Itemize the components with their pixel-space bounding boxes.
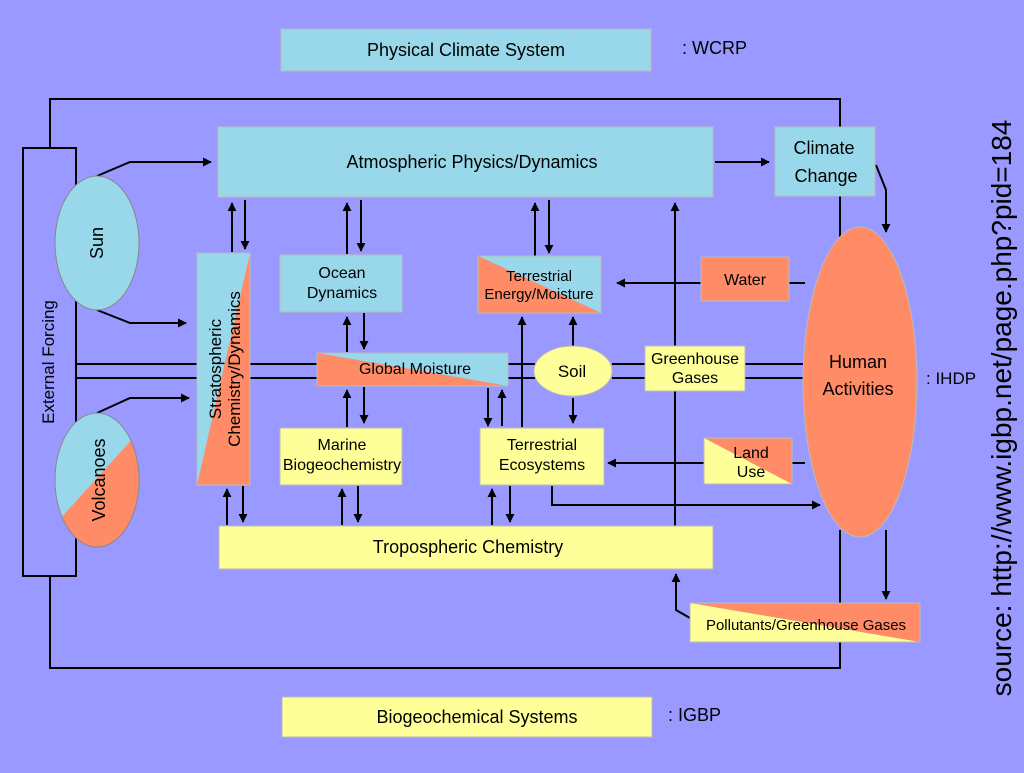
ocean-dynamics-box — [279, 254, 403, 313]
marine-biogeochemistry-box — [279, 427, 403, 486]
terrestrial-ecosystems-box — [479, 427, 605, 486]
marine-biogeochemistry-label-2: Biogeochemistry — [283, 457, 401, 474]
source-attribution: source: http://www.igbp.net/page.php?pid… — [986, 120, 1017, 697]
terrestrial-energy-box — [477, 255, 602, 314]
external-forcing-label: External Forcing — [39, 300, 58, 424]
human-activities-node — [802, 226, 918, 538]
land-use-label-1: Land — [733, 445, 769, 462]
arrow-pollutants-to-tropospheric — [671, 573, 691, 619]
climate-change-box — [774, 126, 876, 197]
global-moisture-box — [316, 352, 509, 387]
soil-node — [533, 345, 613, 397]
water-label: Water — [724, 272, 767, 289]
terrestrial-ecosystems-label-1: Terrestrial — [507, 437, 577, 454]
arrow-climate-to-human — [875, 164, 891, 233]
ocean-dynamics-label-2: Dynamics — [307, 285, 377, 302]
water-box — [700, 256, 790, 302]
ocean-dynamics-label-1: Ocean — [318, 265, 365, 282]
arrow-volcanoes-to-stratospheric — [96, 393, 190, 414]
stratospheric-chemistry-box — [196, 252, 251, 486]
stratospheric-label-2: Chemistry/Dynamics — [225, 291, 244, 447]
legend-biogeochemical-box — [281, 696, 653, 738]
sun-label: Sun — [87, 227, 107, 259]
legend-biogeochemical-label: Biogeochemical Systems — [376, 707, 577, 727]
legend-physical-label: Physical Climate System — [367, 40, 565, 60]
volcanoes-label: Volcanoes — [89, 438, 109, 521]
atmospheric-physics-box — [217, 126, 714, 198]
human-activities-label-2: Activities — [822, 379, 893, 399]
sun-node — [54, 175, 140, 311]
tropospheric-chemistry-box — [218, 525, 714, 570]
terrestrial-energy-label-2: Energy/Moisture — [484, 286, 593, 303]
volcanoes-node — [54, 412, 140, 548]
legend-human-program: : IHDP — [926, 369, 976, 388]
arrow-ecosystems-to-human — [551, 486, 821, 510]
land-use-box — [703, 437, 793, 485]
pollutants-label: Pollutants/Greenhouse Gases — [706, 617, 906, 634]
pollutants-box — [689, 602, 921, 643]
greenhouse-gases-label-2: Gases — [672, 370, 718, 387]
soil-label: Soil — [558, 362, 586, 381]
climate-change-label-1: Climate — [793, 138, 854, 158]
global-moisture-label: Global Moisture — [359, 361, 471, 378]
arrow-sun-to-atmosphere — [96, 157, 212, 177]
greenhouse-gases-box — [644, 345, 746, 392]
stratospheric-label-1: Stratospheric — [206, 318, 225, 419]
legend-biogeochemical-program: : IGBP — [668, 705, 721, 725]
greenhouse-gases-label-1: Greenhouse — [651, 351, 739, 368]
arrow-sun-to-stratospheric — [96, 309, 187, 328]
terrestrial-ecosystems-label-2: Ecosystems — [499, 457, 585, 474]
tropospheric-chemistry-label: Tropospheric Chemistry — [373, 537, 563, 557]
human-activities-label-1: Human — [829, 352, 887, 372]
climate-change-label-2: Change — [794, 166, 857, 186]
legend-physical-box — [280, 28, 652, 72]
land-use-label-2: Use — [737, 464, 766, 481]
marine-biogeochemistry-label-1: Marine — [318, 437, 367, 454]
legend-physical-program: : WCRP — [682, 38, 747, 58]
terrestrial-energy-label-1: Terrestrial — [506, 268, 572, 285]
atmospheric-physics-label: Atmospheric Physics/Dynamics — [346, 152, 597, 172]
